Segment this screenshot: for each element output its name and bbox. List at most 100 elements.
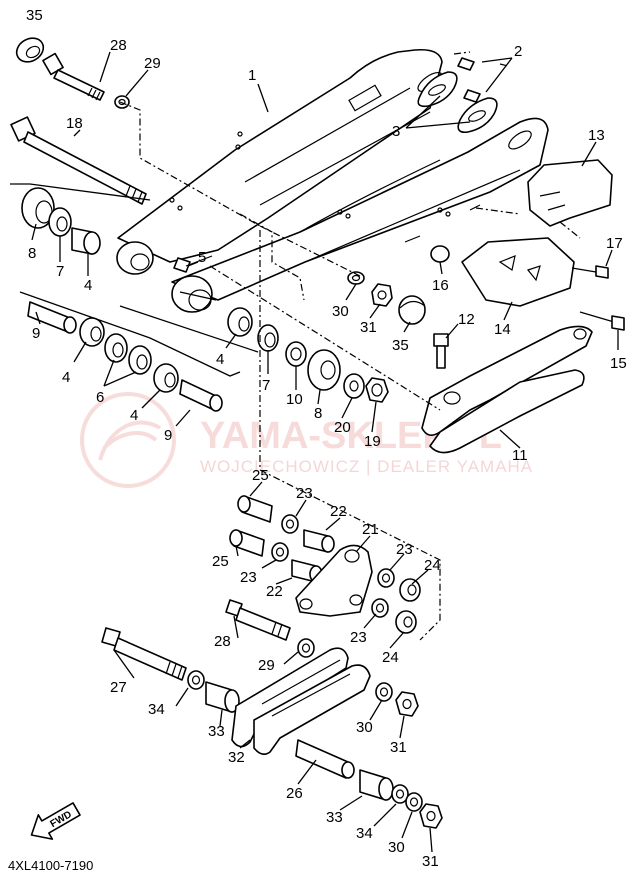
- part-5-bolt[interactable]: [173, 255, 213, 273]
- assembly-lines: [10, 51, 581, 641]
- callout-28: 28: [110, 37, 127, 54]
- callout-7: 7: [56, 263, 64, 280]
- part-23-washers[interactable]: [271, 514, 395, 618]
- callout-13: 13: [588, 127, 605, 144]
- callout-17: 17: [606, 235, 623, 252]
- callout-23-bottom: 23: [350, 629, 367, 646]
- part-26-collar[interactable]: [295, 739, 355, 779]
- callout-18: 18: [66, 115, 83, 132]
- part-28-bolt-top[interactable]: [42, 52, 105, 101]
- callout-labels: 35 28 29 1 2 3 18 13 8 7 4 5 16 17 30 31…: [26, 7, 627, 870]
- callout-30-bottom: 30: [388, 839, 405, 856]
- callout-30-mid: 30: [356, 719, 373, 736]
- callout-31: 31: [360, 319, 377, 336]
- part-9-collar-lower[interactable]: [179, 379, 223, 412]
- callout-3: 3: [392, 123, 400, 140]
- callout-16: 16: [432, 277, 449, 294]
- part-9-collar-upper[interactable]: [27, 301, 77, 334]
- callout-4-mid: 4: [62, 369, 70, 386]
- part-29-washer-top[interactable]: [114, 95, 130, 109]
- part-29-washer-lower[interactable]: [297, 638, 315, 658]
- callout-29: 29: [144, 55, 161, 72]
- callout-leaders: [31, 51, 619, 853]
- part-28-bolt-lower[interactable]: [225, 599, 291, 641]
- part-33-collar-left[interactable]: [205, 681, 240, 713]
- part-18-pivot-shaft[interactable]: [10, 116, 147, 205]
- callout-23: 23: [296, 485, 313, 502]
- callout-12: 12: [458, 311, 475, 328]
- callout-21: 21: [362, 521, 379, 538]
- part-15-bolt[interactable]: [579, 311, 625, 331]
- part-4-bearing-left[interactable]: [71, 227, 101, 255]
- callout-5: 5: [198, 249, 206, 266]
- callout-23-right: 23: [396, 541, 413, 558]
- callout-27: 27: [110, 679, 127, 696]
- part-30-washer-mid[interactable]: [375, 682, 393, 702]
- callout-35: 35: [26, 7, 43, 24]
- callout-26: 26: [286, 785, 303, 802]
- part-27-long-bolt[interactable]: [101, 627, 187, 681]
- part-7-seal-left[interactable]: [48, 207, 72, 237]
- callout-4-pivot: 4: [216, 351, 224, 368]
- part-33-collar-right[interactable]: [359, 769, 394, 801]
- callout-33-lower: 33: [326, 809, 343, 826]
- part-2-screws[interactable]: [457, 57, 481, 103]
- part-17-bolt[interactable]: [571, 265, 609, 279]
- part-4-bearing-right[interactable]: [153, 363, 179, 393]
- callout-2: 2: [514, 43, 522, 60]
- part-8-bushing-left[interactable]: [21, 187, 55, 229]
- callout-34: 34: [148, 701, 165, 718]
- callout-34-lower: 34: [356, 825, 373, 842]
- fwd-label: FWD: [49, 809, 74, 830]
- callout-29-lower: 29: [258, 657, 275, 674]
- callout-14: 14: [494, 321, 511, 338]
- callout-9-lower: 9: [164, 427, 172, 444]
- callout-11: 11: [512, 447, 528, 464]
- callout-35-mid: 35: [392, 337, 409, 354]
- part-20-washer[interactable]: [343, 373, 365, 399]
- part-35-cap-top[interactable]: [12, 33, 47, 66]
- part-4-bearing-pivot-right[interactable]: [227, 307, 253, 337]
- part-19-nut[interactable]: [365, 377, 389, 403]
- part-14-chain-guide-lower[interactable]: [461, 237, 575, 307]
- callout-4: 4: [84, 277, 92, 294]
- part-11-arm[interactable]: [421, 325, 593, 454]
- part-13-chain-guide-upper[interactable]: [527, 159, 613, 227]
- callout-22-lower: 22: [266, 583, 283, 600]
- callout-30: 30: [332, 303, 349, 320]
- part-16-cap[interactable]: [430, 245, 450, 263]
- part-34-washer-right[interactable]: [391, 784, 409, 804]
- part-25-collars[interactable]: [229, 495, 273, 557]
- part-10-washer[interactable]: [285, 341, 307, 367]
- part-12-screw[interactable]: [433, 333, 449, 369]
- callout-33: 33: [208, 723, 225, 740]
- catalog-code: 4XL4100-7190: [8, 858, 93, 873]
- part-35-cap-mid[interactable]: [398, 295, 426, 325]
- part-8-bushing-right[interactable]: [307, 349, 341, 391]
- callout-28-lower: 28: [214, 633, 231, 650]
- part-22-bushings[interactable]: [291, 529, 335, 583]
- part-24-bushings[interactable]: [395, 578, 421, 634]
- part-30-washer-top[interactable]: [347, 271, 365, 285]
- callout-19: 19: [364, 433, 381, 450]
- callout-23-lower: 23: [240, 569, 257, 586]
- callout-8: 8: [28, 245, 36, 262]
- part-21-relay-arm[interactable]: [295, 544, 373, 617]
- callout-10: 10: [286, 391, 303, 408]
- callout-25: 25: [252, 467, 269, 484]
- part-4-bearing-mid[interactable]: [79, 317, 105, 347]
- part-31-nut-top[interactable]: [371, 283, 393, 307]
- part-7-seal-pivot-right[interactable]: [257, 324, 279, 352]
- part-34-washer-left[interactable]: [187, 670, 205, 690]
- part-31-nut-mid[interactable]: [395, 691, 419, 717]
- callout-6: 6: [96, 389, 104, 406]
- part-3-plates[interactable]: [417, 71, 498, 134]
- part-6-seal-pair[interactable]: [104, 333, 152, 375]
- callout-25-lower: 25: [212, 553, 229, 570]
- swingarm[interactable]: [116, 48, 549, 313]
- part-30-washer-bottom[interactable]: [405, 792, 423, 812]
- part-31-nut-bottom[interactable]: [419, 803, 443, 829]
- callout-1: 1: [248, 67, 256, 84]
- callout-8-right: 8: [314, 405, 322, 422]
- part-32-connecting-rod[interactable]: [231, 647, 371, 756]
